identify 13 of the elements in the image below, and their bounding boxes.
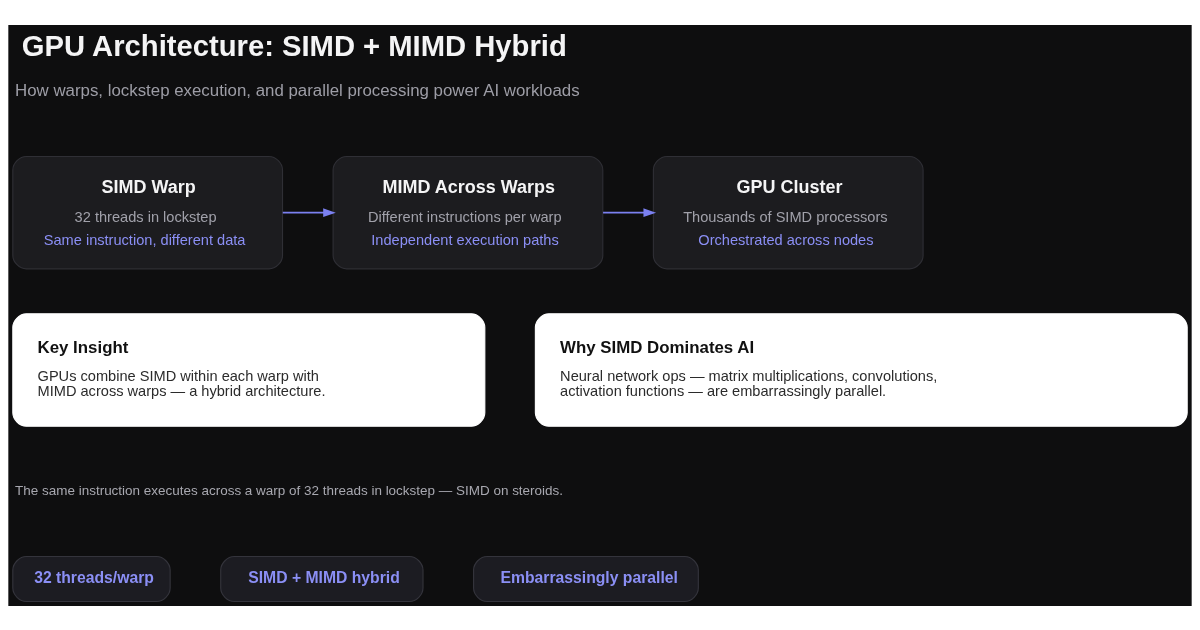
- node-box: GPU Cluster Thousands of SIMD processors Orchestrated across nodes: [652, 155, 924, 269]
- label: How warps, lockstep execution, and parallel processing power AI workloads: [15, 80, 580, 100]
- node-box: SIMD + MIMD hybrid: [220, 555, 424, 602]
- label: The same instruction executes across a warp of 32 threads in lockstep — SIMD on steroids.: [15, 482, 564, 498]
- node-box: 32 threads/warp: [12, 555, 171, 602]
- node-box: SIMD Warp 32 threads in lockstep Same instruction, different data: [12, 155, 284, 269]
- node-box: Why SIMD Dominates AI Neural network ops — matrix multiplications, convolutions, activation functions — are embarrassingly parallel.: [534, 312, 1188, 427]
- arrow: [602, 207, 657, 217]
- arrow: [281, 207, 336, 217]
- node-box: Key Insight GPUs combine SIMD within each warp with MIMD across warps — a hybrid architecture.: [12, 312, 486, 427]
- node-box: Embarrassingly parallel: [473, 555, 699, 602]
- node-box: MIMD Across Warps Different instructions per warp Independent execution paths: [332, 155, 604, 269]
- diagram-title: GPU Architecture: SIMD + MIMD Hybrid: [21, 29, 567, 62]
